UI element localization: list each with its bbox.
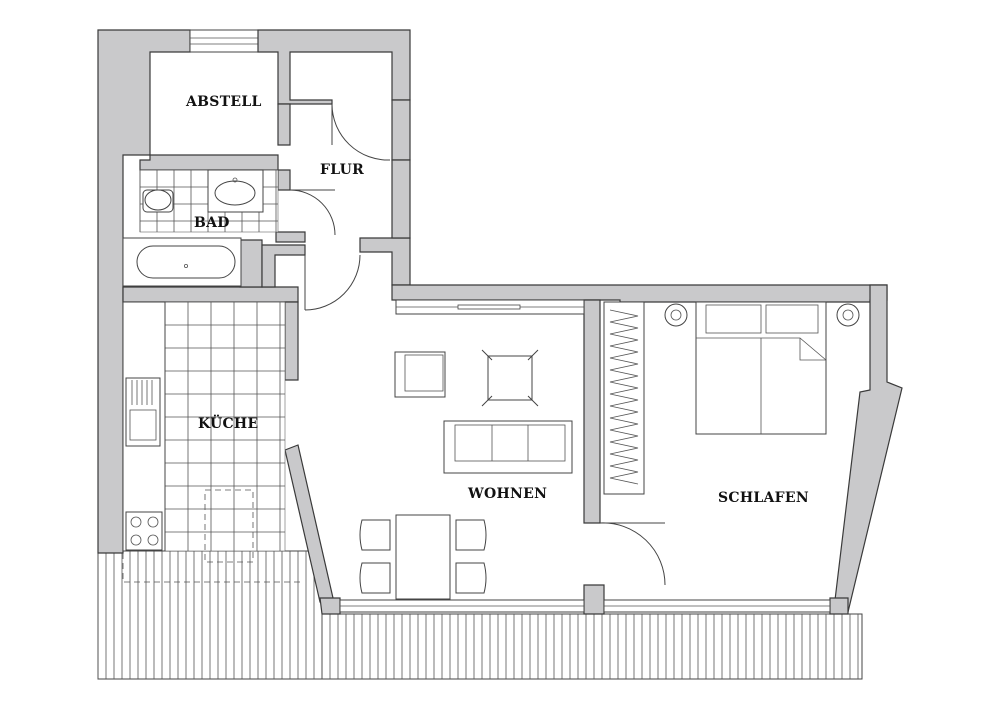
- room-label-flur: FLUR: [320, 162, 364, 178]
- armchair-icon: [394, 351, 446, 398]
- lamp-icon: [664, 303, 860, 327]
- room-labels: ABSTELL FLUR BAD KÜCHE WOHNEN SCHLAFEN: [185, 94, 809, 506]
- sink-icon: [125, 377, 161, 447]
- doors: [289, 103, 666, 586]
- room-label-abstell: ABSTELL: [185, 94, 262, 110]
- kitchen-fixtures: [122, 301, 300, 583]
- stove-icon: [125, 511, 163, 551]
- windows: [339, 299, 831, 613]
- living-furniture: [359, 349, 573, 600]
- room-label-bad: BAD: [194, 215, 230, 231]
- sofa-icon: [443, 420, 573, 474]
- side-table-icon: [487, 355, 533, 401]
- terrace-decking: [97, 550, 863, 680]
- room-label-wohnen: WOHNEN: [467, 486, 547, 502]
- bedroom-furniture: [603, 301, 860, 495]
- dining-table-icon: [395, 514, 451, 600]
- bathroom-fixtures: [122, 169, 279, 287]
- room-label-schlafen: SCHLAFEN: [718, 490, 809, 506]
- room-label-kueche: KÜCHE: [198, 413, 258, 432]
- chair-icon: [359, 519, 487, 594]
